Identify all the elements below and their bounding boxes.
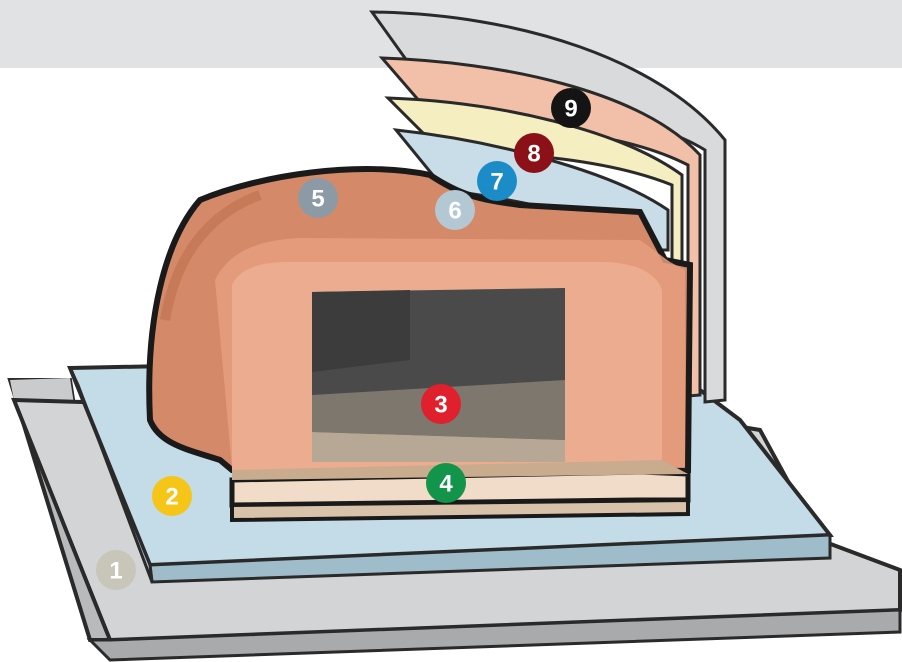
marker-5-label: 5 bbox=[311, 186, 324, 213]
marker-8-label: 8 bbox=[527, 141, 540, 168]
marker-3: 3 bbox=[421, 384, 461, 424]
marker-2: 2 bbox=[152, 476, 192, 516]
marker-3-label: 3 bbox=[434, 392, 447, 419]
marker-1: 1 bbox=[96, 550, 136, 590]
marker-7-label: 7 bbox=[490, 169, 503, 196]
marker-8: 8 bbox=[514, 133, 554, 173]
marker-7: 7 bbox=[477, 161, 517, 201]
marker-6-label: 6 bbox=[448, 198, 461, 225]
marker-4: 4 bbox=[426, 463, 466, 503]
oven-interior bbox=[312, 288, 565, 462]
marker-9-label: 9 bbox=[564, 96, 577, 123]
marker-2-label: 2 bbox=[165, 484, 178, 511]
marker-9: 9 bbox=[551, 88, 591, 128]
marker-5: 5 bbox=[298, 178, 338, 218]
marker-4-label: 4 bbox=[439, 471, 453, 498]
marker-1-label: 1 bbox=[109, 558, 122, 585]
marker-6: 6 bbox=[435, 190, 475, 230]
